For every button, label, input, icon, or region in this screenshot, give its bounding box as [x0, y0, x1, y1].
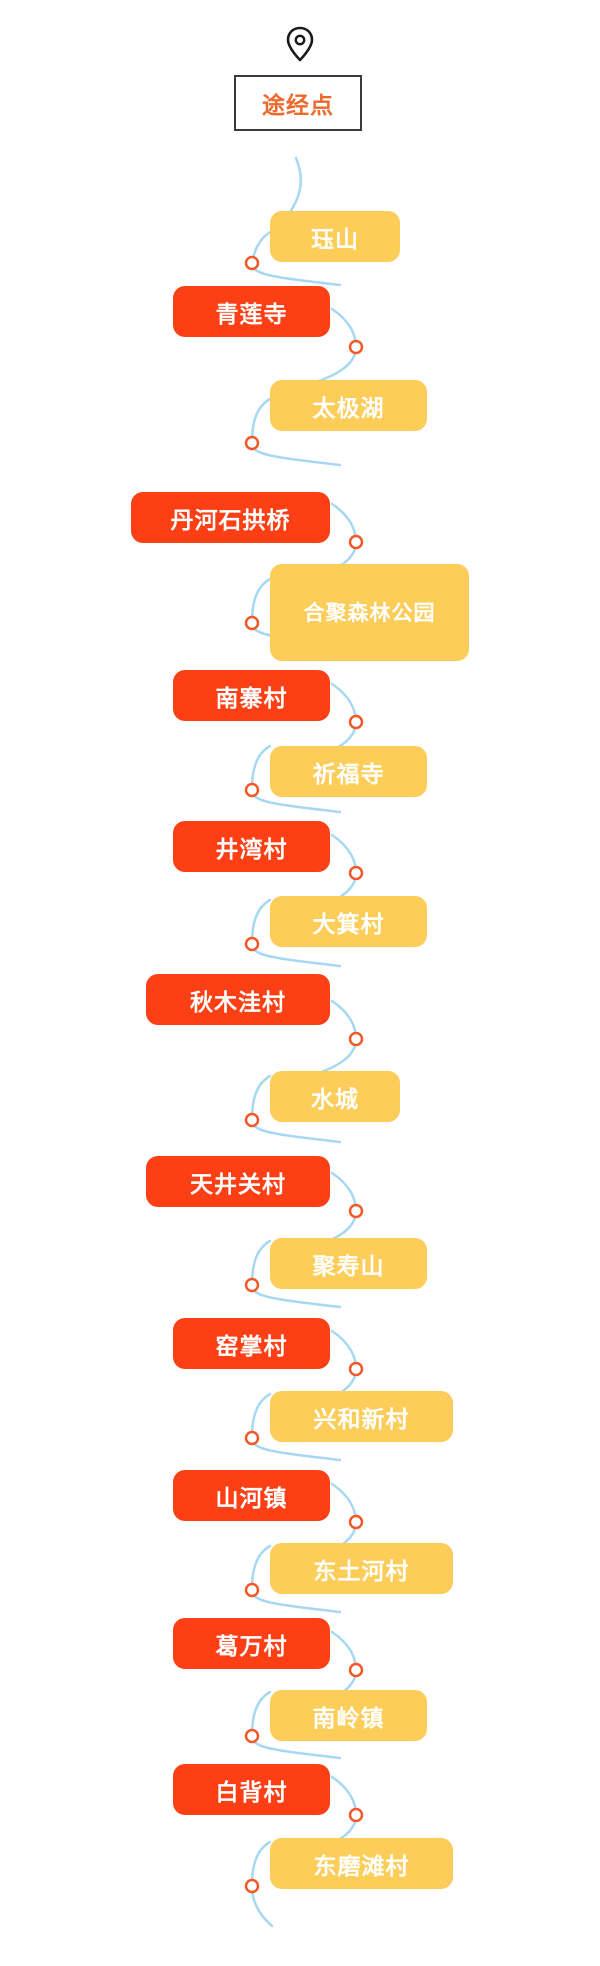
waypoint-2[interactable]: 青莲寺 — [173, 286, 330, 337]
location-pin-icon — [286, 26, 314, 62]
waypoint-5[interactable]: 合聚森林公园 — [270, 564, 469, 661]
waypoint-17[interactable]: 东土河村 — [270, 1543, 453, 1594]
waypoint-6[interactable]: 南寨村 — [173, 670, 330, 721]
waypoint-3[interactable]: 太极湖 — [270, 380, 427, 431]
waypoint-20[interactable]: 白背村 — [173, 1764, 330, 1815]
waypoint-18[interactable]: 葛万村 — [173, 1618, 330, 1669]
route-marker — [244, 782, 260, 798]
route-marker — [244, 936, 260, 952]
route-marker — [244, 1112, 260, 1128]
route-marker — [244, 1878, 260, 1894]
route-marker — [244, 435, 260, 451]
route-marker — [244, 1728, 260, 1744]
waypoint-21[interactable]: 东磨滩村 — [270, 1838, 453, 1889]
waypoint-4[interactable]: 丹河石拱桥 — [131, 492, 330, 543]
route-marker — [244, 1277, 260, 1293]
route-marker — [244, 255, 260, 271]
waypoint-9[interactable]: 大箕村 — [270, 896, 427, 947]
waypoint-16[interactable]: 山河镇 — [173, 1470, 330, 1521]
waypoint-7[interactable]: 祈福寺 — [270, 746, 427, 797]
route-marker — [348, 534, 364, 550]
route-marker — [244, 1430, 260, 1446]
route-marker — [348, 1514, 364, 1530]
waypoint-14[interactable]: 窑掌村 — [173, 1318, 330, 1369]
route-marker — [348, 865, 364, 881]
waypoint-12[interactable]: 天井关村 — [146, 1156, 330, 1207]
route-marker — [348, 714, 364, 730]
route-marker — [244, 1582, 260, 1598]
route-marker — [348, 1662, 364, 1678]
waypoint-8[interactable]: 井湾村 — [173, 821, 330, 872]
waypoint-11[interactable]: 水城 — [270, 1071, 400, 1122]
route-marker — [348, 339, 364, 355]
page-title-text: 途经点 — [262, 93, 334, 119]
route-marker — [348, 1031, 364, 1047]
route-marker — [348, 1807, 364, 1823]
route-marker — [348, 1361, 364, 1377]
waypoint-1[interactable]: 珏山 — [270, 211, 400, 262]
waypoint-19[interactable]: 南岭镇 — [270, 1690, 427, 1741]
route-marker — [348, 1203, 364, 1219]
route-marker — [244, 615, 260, 631]
page-title: 途经点 — [234, 75, 362, 131]
waypoint-10[interactable]: 秋木洼村 — [146, 974, 330, 1025]
waypoint-13[interactable]: 聚寿山 — [270, 1238, 427, 1289]
waypoint-15[interactable]: 兴和新村 — [270, 1391, 453, 1442]
